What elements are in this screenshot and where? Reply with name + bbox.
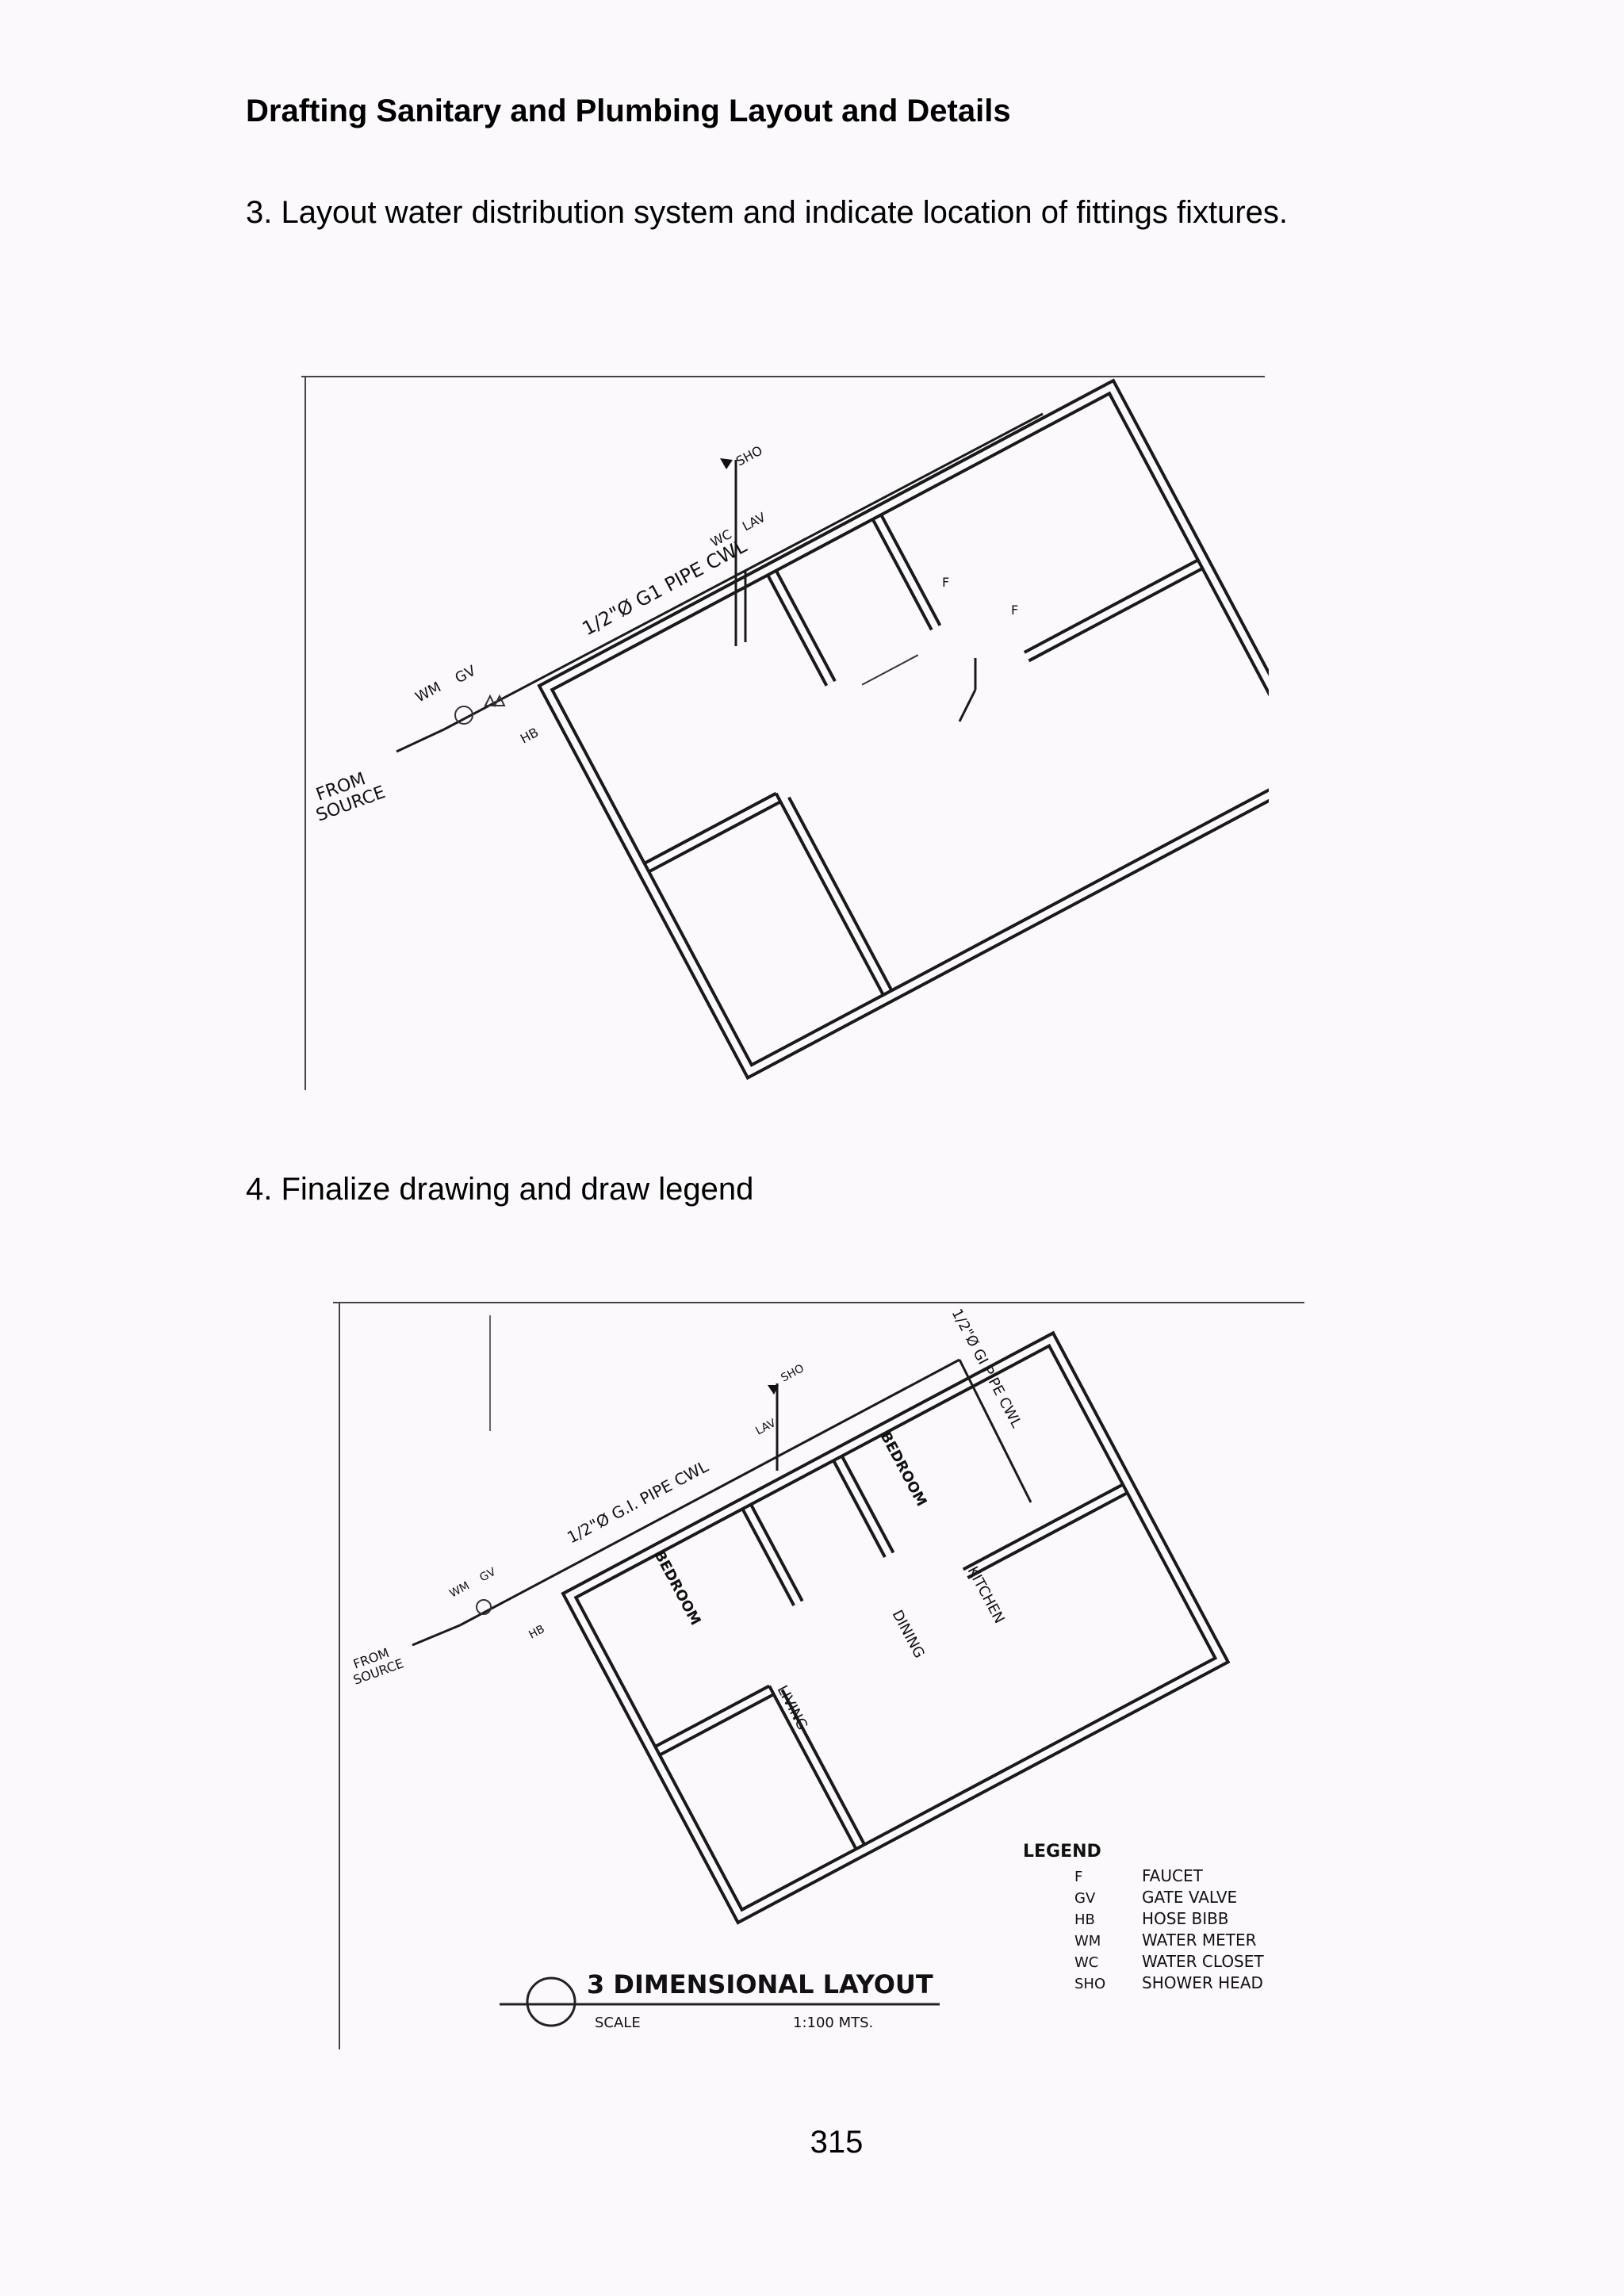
water-distribution-drawing: FROM SOURCE WM GV HB 1/2"Ø G1 PIPE CWL S… bbox=[301, 376, 1269, 1090]
label-gv-2: GV bbox=[477, 1566, 498, 1585]
step-3-text: 3. Layout water distribution system and … bbox=[246, 195, 1289, 230]
room-label-bedroom-1: BEDROOM bbox=[877, 1429, 930, 1509]
floor-plan-walls bbox=[537, 378, 1269, 1081]
svg-text:WM: WM bbox=[1074, 1933, 1101, 1950]
svg-text:HOSE BIBB: HOSE BIBB bbox=[1142, 1909, 1229, 1928]
room-label-kitchen: KITCHEN bbox=[964, 1563, 1008, 1626]
svg-text:WATER METER: WATER METER bbox=[1142, 1931, 1257, 1950]
svg-text:FAUCET: FAUCET bbox=[1142, 1866, 1204, 1885]
title-circle-icon bbox=[526, 1976, 576, 2027]
label-sho-2: SHO bbox=[779, 1362, 806, 1384]
svg-text:GATE VALVE: GATE VALVE bbox=[1142, 1888, 1237, 1907]
shower-head-icon-2 bbox=[768, 1385, 779, 1395]
final-drawing-with-legend: FROM SOURCE WM GV HB 1/2"Ø G.I. PIPE CWL… bbox=[333, 1302, 1304, 2049]
room-label-bedroom-2: BEDROOM bbox=[651, 1548, 704, 1628]
label-pipe-2: 1/2"Ø G.I. PIPE CWL bbox=[564, 1456, 712, 1547]
legend-item: WC WATER CLOSET bbox=[1074, 1952, 1264, 1971]
svg-text:WC: WC bbox=[1074, 1954, 1098, 1971]
label-lav: LAV bbox=[740, 510, 768, 534]
shower-head-icon bbox=[720, 458, 733, 469]
label-f1: F bbox=[942, 575, 949, 590]
label-sho: SHO bbox=[733, 442, 765, 469]
label-hb-2: HB bbox=[527, 1623, 546, 1642]
legend-item: WM WATER METER bbox=[1074, 1931, 1257, 1950]
legend: LEGEND F FAUCET GV GATE VALVE HB HOSE BI… bbox=[1023, 1842, 1264, 1992]
legend-item: F FAUCET bbox=[1074, 1866, 1204, 1885]
legend-item: HB HOSE BIBB bbox=[1074, 1909, 1229, 1928]
label-f2: F bbox=[1011, 603, 1018, 618]
water-meter-icon bbox=[454, 706, 473, 725]
page-number: 315 bbox=[810, 2125, 864, 2160]
legend-title: LEGEND bbox=[1023, 1842, 1101, 1862]
svg-text:GV: GV bbox=[1074, 1890, 1096, 1907]
label-gv: GV bbox=[452, 662, 479, 687]
drawing-title: 3 DIMENSIONAL LAYOUT bbox=[587, 1969, 933, 1999]
drawing-title-block: 3 DIMENSIONAL LAYOUT SCALE 1:100 MTS. bbox=[500, 1969, 940, 2031]
legend-item: SHO SHOWER HEAD bbox=[1074, 1973, 1263, 1992]
svg-text:F: F bbox=[1074, 1869, 1082, 1885]
label-wm: WM bbox=[412, 679, 443, 706]
floor-plan-walls-2 bbox=[561, 1330, 1231, 1925]
svg-text:WATER CLOSET: WATER CLOSET bbox=[1142, 1952, 1264, 1971]
page-heading: Drafting Sanitary and Plumbing Layout an… bbox=[246, 94, 1011, 128]
room-label-dining: DINING bbox=[889, 1607, 928, 1661]
label-lav-2: LAV bbox=[753, 1417, 778, 1438]
scale-label: SCALE bbox=[595, 2015, 641, 2031]
step-4-text: 4. Finalize drawing and draw legend bbox=[246, 1172, 754, 1207]
legend-item: GV GATE VALVE bbox=[1074, 1888, 1237, 1907]
label-wm-2: WM bbox=[447, 1579, 471, 1600]
gate-valve-icon bbox=[484, 694, 506, 708]
svg-text:HB: HB bbox=[1074, 1911, 1095, 1928]
svg-text:SHO: SHO bbox=[1074, 1976, 1105, 1992]
water-meter-icon-2 bbox=[476, 1599, 492, 1615]
scale-value: 1:100 MTS. bbox=[793, 2015, 873, 2031]
label-hb: HB bbox=[518, 725, 541, 747]
svg-text:SHOWER HEAD: SHOWER HEAD bbox=[1142, 1973, 1263, 1992]
